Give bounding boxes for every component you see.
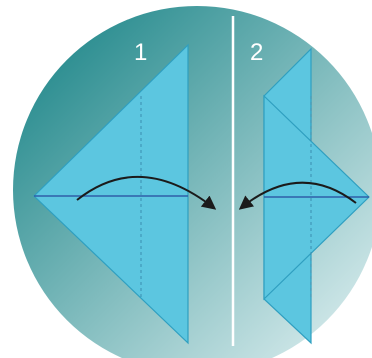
step-number: 2 <box>250 39 263 66</box>
step-number: 1 <box>134 39 147 66</box>
